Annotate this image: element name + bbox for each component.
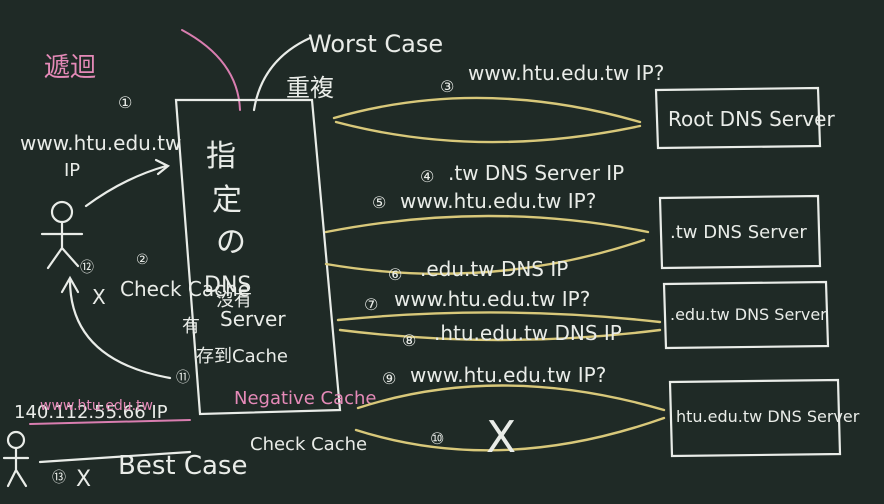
client-top — [40, 200, 84, 270]
best-case-label: Best Case — [118, 451, 247, 481]
worst-case-label: Worst Case — [308, 30, 443, 58]
repeat-label: 重複 — [286, 74, 334, 102]
htu-edu-tw-dns-server: htu.edu.tw DNS Server — [668, 378, 860, 458]
step-5-num: ⑤ — [372, 193, 386, 212]
step-6-arrow — [324, 238, 646, 275]
answer-host-text: www.htu.edu.tw — [40, 398, 153, 414]
pink-curve — [181, 29, 241, 111]
center-dns-box — [174, 98, 342, 416]
step-7-num: ⑦ — [364, 295, 378, 314]
step-4-num: ④ — [420, 167, 434, 186]
answer-ip-text: 140.112.55.66 IP — [14, 402, 168, 423]
step-8-arrow — [338, 328, 662, 342]
step-7-text: www.htu.edu.tw IP? — [394, 287, 590, 311]
svg-text:.edu.tw DNS Server: .edu.tw DNS Server — [670, 305, 827, 324]
step-2-num: ② — [136, 252, 149, 268]
step-13-num: ⑬ — [52, 470, 66, 486]
step-8-text: .htu.edu.tw DNS IP — [434, 321, 622, 345]
svg-text:.tw DNS Server: .tw DNS Server — [670, 222, 807, 243]
step-6-text: .edu.tw DNS IP — [420, 257, 568, 281]
step-7-arrow — [336, 311, 662, 324]
check-cache-bottom: Check Cache — [250, 434, 367, 455]
x-mark-bottom: X — [76, 467, 91, 492]
svg-text:Root DNS Server: Root DNS Server — [668, 107, 835, 131]
step-10-num: ⑩ — [430, 429, 444, 448]
return-arrow — [68, 278, 172, 380]
query-arrow — [84, 164, 168, 208]
svg-text:htu.edu.tw DNS Server: htu.edu.tw DNS Server — [676, 407, 860, 426]
client-bottom — [2, 430, 30, 488]
has-none-label: 沒有 — [216, 290, 252, 311]
negative-cache-label: Negative Cache — [234, 388, 376, 409]
root-dns-server: Root DNS Server — [654, 86, 835, 150]
step-3-text: www.htu.edu.tw IP? — [468, 61, 664, 85]
step-9-text: www.htu.edu.tw IP? — [410, 363, 606, 387]
x-mark-left: X — [92, 285, 106, 309]
has-label: 有 — [182, 316, 200, 337]
step-10-arrow — [354, 416, 666, 452]
return-arrow-head — [60, 275, 80, 294]
step-11-num: ⑪ — [176, 370, 190, 386]
step-6-num: ⑥ — [388, 265, 402, 284]
step-5-arrow — [324, 214, 650, 234]
step-9-arrow — [356, 384, 666, 412]
step-10-x: X — [486, 412, 516, 463]
server-label: Server — [220, 307, 286, 331]
client-query-text: www.htu.edu.tw — [20, 131, 181, 155]
client-ip-text: IP — [64, 160, 80, 181]
step-5-text: www.htu.edu.tw IP? — [400, 189, 596, 213]
edu-tw-dns-server: .edu.tw DNS Server — [662, 280, 830, 350]
answer-arrow — [29, 419, 191, 425]
step-4-arrow — [334, 120, 642, 144]
query-arrow-head — [154, 158, 171, 176]
step-4-text: .tw DNS Server IP — [448, 161, 624, 185]
step-3-num: ③ — [440, 77, 454, 96]
step-1-num: ① — [118, 93, 132, 112]
step-8-num: ⑧ — [402, 331, 416, 350]
bottom-arrow — [38, 450, 192, 464]
store-cache-label: 存到Cache — [196, 346, 288, 367]
check-cache-left: Check Cache — [120, 277, 250, 301]
step-9-num: ⑨ — [382, 369, 396, 388]
center-box-text: 指 定 の DNS — [204, 139, 256, 298]
step-3-arrow — [332, 96, 642, 124]
step-12-num: ⑫ — [80, 260, 94, 276]
tw-dns-server: .tw DNS Server — [658, 194, 822, 270]
recursive-label: 遞迴 — [44, 53, 96, 83]
